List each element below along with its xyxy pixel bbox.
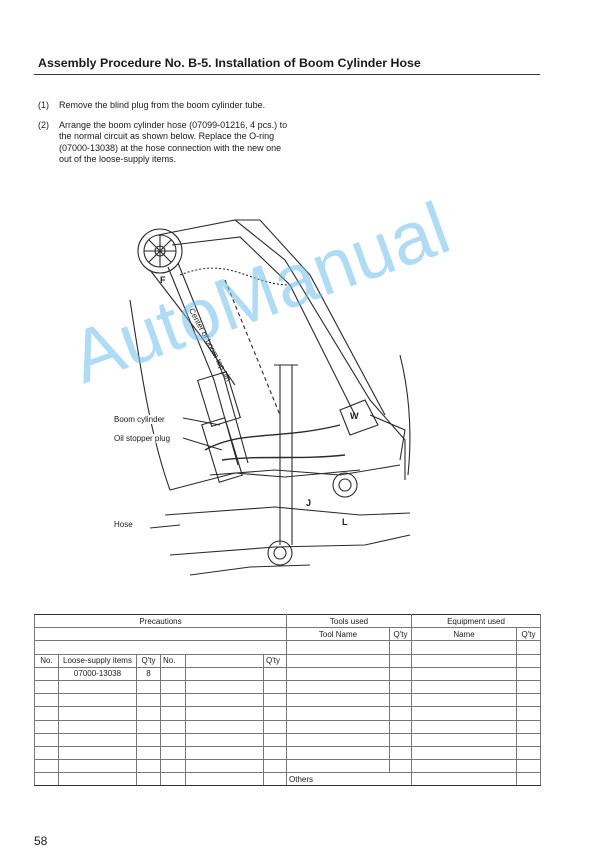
table-row xyxy=(34,706,542,721)
others-label: Others xyxy=(286,772,412,787)
label-letter-w: W xyxy=(350,411,359,421)
precautions-body xyxy=(34,627,287,642)
header-loose-qty: Q'ty xyxy=(136,653,161,668)
table-row xyxy=(34,745,542,761)
loose-item-qty: 8 xyxy=(136,666,161,681)
title-rule xyxy=(34,74,540,75)
page-title: Assembly Procedure No. B-5. Installation… xyxy=(38,56,421,70)
step-text: Arrange the boom cylinder hose (07099-01… xyxy=(59,119,288,165)
header-equipment-name: Name xyxy=(411,627,517,642)
header-tools-used: Tools used xyxy=(286,613,412,629)
header-no-2: No. xyxy=(160,653,186,668)
table-row xyxy=(34,640,542,655)
header-tool-name: Tool Name xyxy=(286,627,390,642)
page-number: 58 xyxy=(34,834,48,848)
step-number: (2) xyxy=(38,119,49,130)
table-row xyxy=(34,693,542,708)
table-row: Others xyxy=(34,772,542,787)
step-2: (2) Arrange the boom cylinder hose (0709… xyxy=(38,120,288,166)
precautions-table: Precautions Tools used Equipment used To… xyxy=(34,613,542,787)
table-row xyxy=(34,719,542,734)
header-equipment-used: Equipment used xyxy=(410,613,542,629)
header-precautions: Precautions xyxy=(34,613,287,629)
label-letter-l: L xyxy=(342,517,348,527)
label-letter-j: J xyxy=(306,498,312,508)
table-row: 07000-13038 8 xyxy=(34,666,542,681)
label-boom-cylinder: Boom cylinder xyxy=(112,415,167,424)
boom-cylinder-diagram: Center of boom top pin Boom cylinder Oil… xyxy=(110,215,420,585)
label-hose: Hose xyxy=(112,520,135,529)
precautions-body xyxy=(34,640,287,655)
header-equipment-qty: Q'ty xyxy=(515,627,542,642)
step-1: (1) Remove the blind plug from the boom … xyxy=(38,100,288,112)
loose-item-part-number: 07000-13038 xyxy=(58,666,137,681)
table-row xyxy=(34,679,542,695)
table-row xyxy=(34,759,542,774)
label-oil-stopper-plug: Oil stopper plug xyxy=(112,434,173,443)
header-loose-supply-items: Loose-supply items xyxy=(58,653,137,668)
table-header-row: Precautions Tools used Equipment used xyxy=(34,613,542,629)
table-subheader-row: Tool Name Q'ty Name Q'ty xyxy=(34,627,542,642)
header-no: No. xyxy=(34,653,59,668)
procedure-steps: (1) Remove the blind plug from the boom … xyxy=(38,100,288,174)
diagram-drawing xyxy=(129,219,411,576)
step-text: Remove the blind plug from the boom cyli… xyxy=(59,100,266,110)
table-row xyxy=(34,732,542,747)
header-qty-2: Q'ty xyxy=(263,653,287,668)
header-tool-qty: Q'ty xyxy=(389,627,412,642)
label-letter-f: F xyxy=(160,275,166,285)
table-row: No. Loose-supply items Q'ty No. Q'ty xyxy=(34,653,542,668)
step-number: (1) xyxy=(38,100,49,110)
